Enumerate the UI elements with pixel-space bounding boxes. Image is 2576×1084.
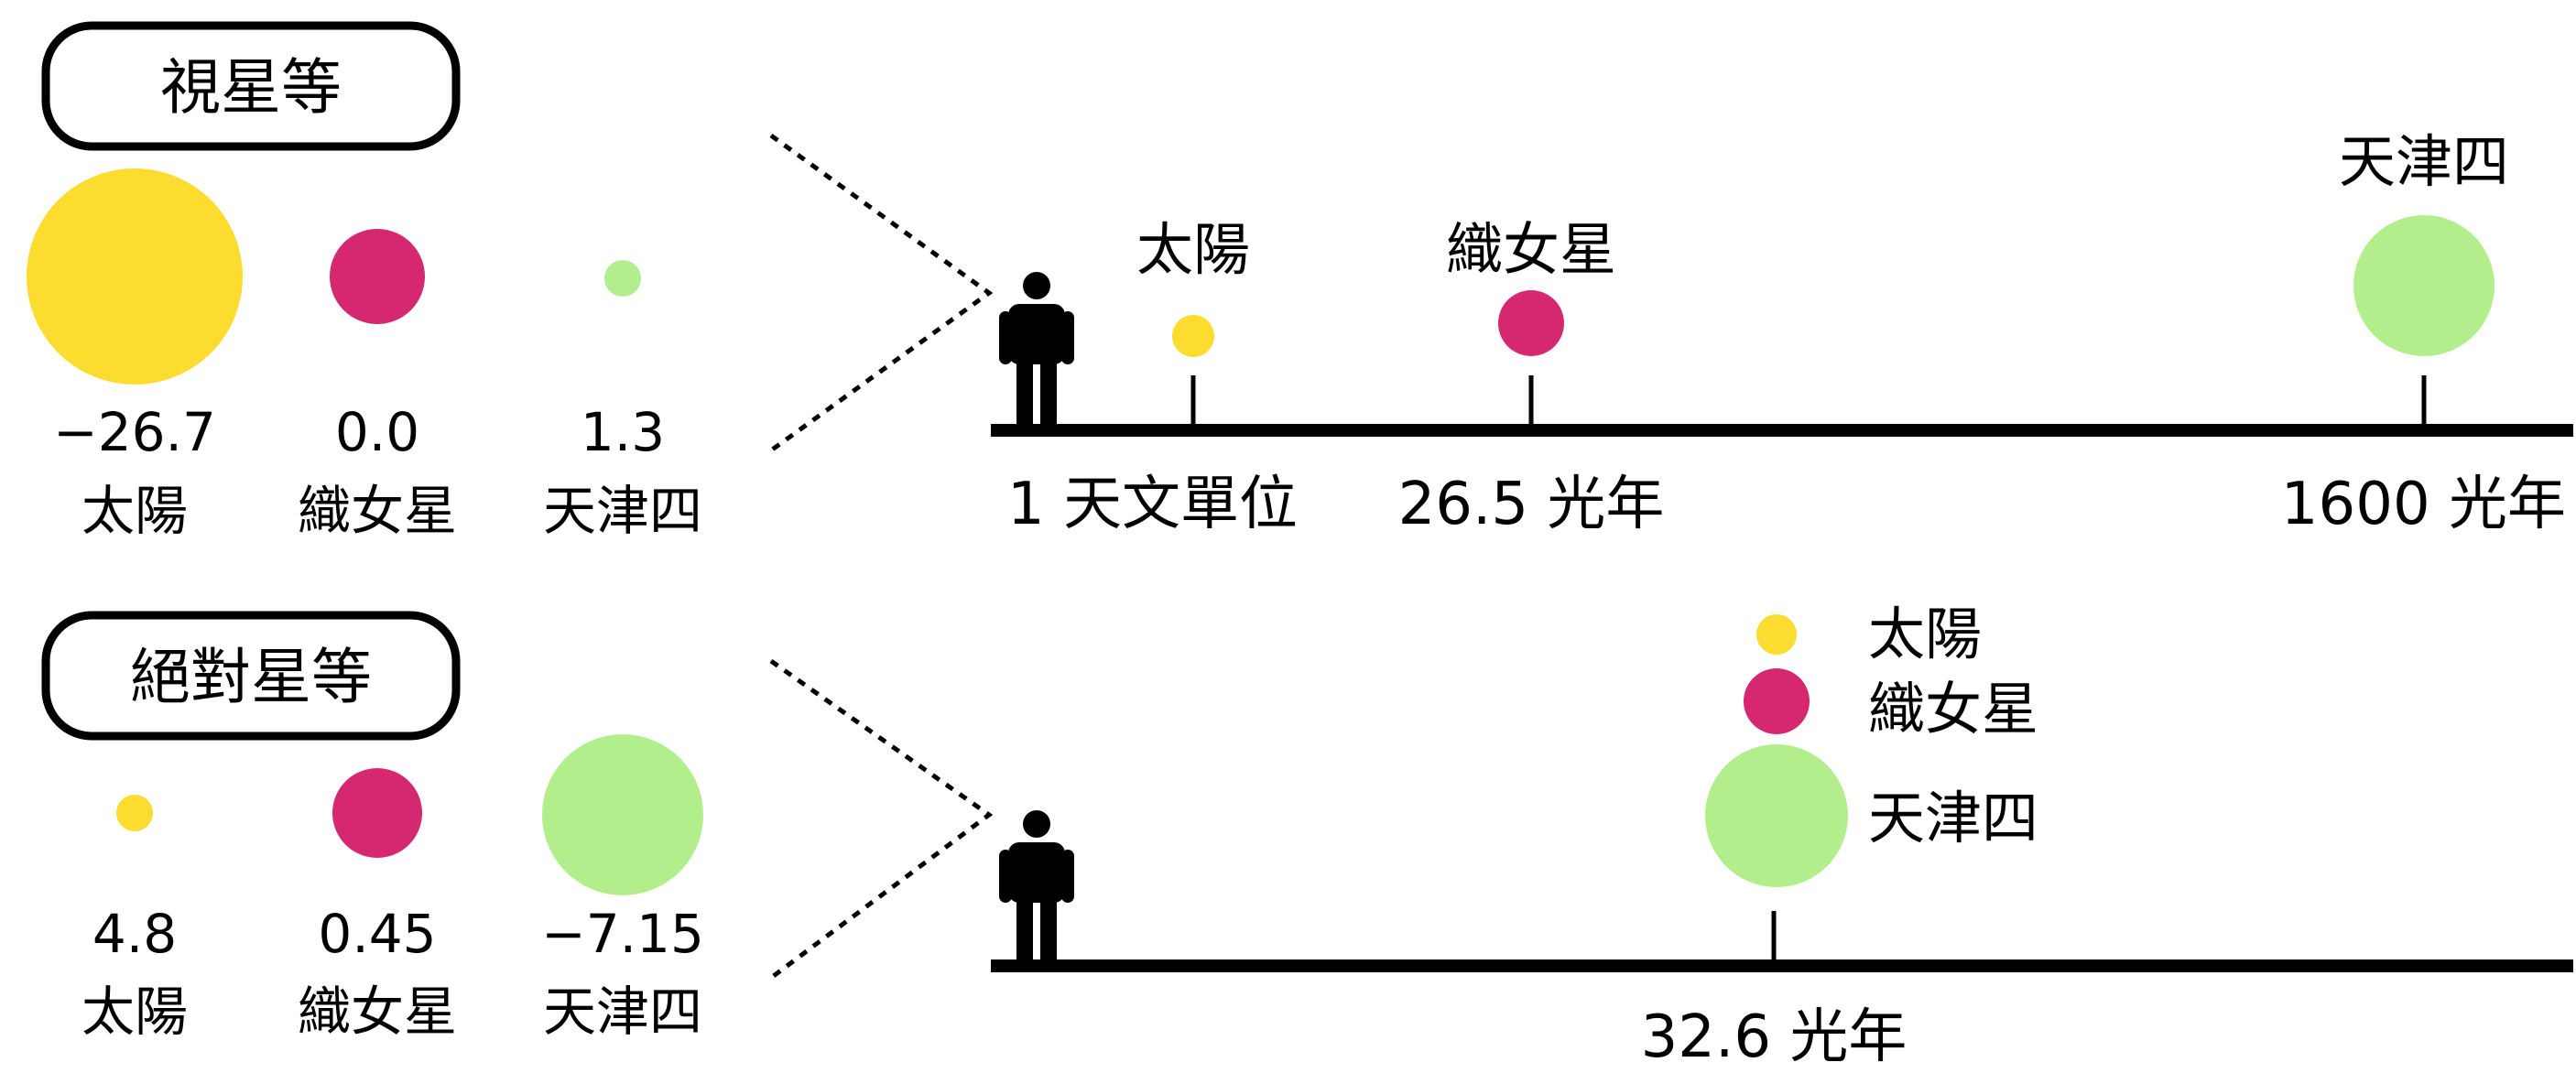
person-icon [999, 272, 1074, 427]
stack-name-sun: 太陽 [1868, 601, 1982, 667]
apparent-title-box [41, 21, 461, 151]
absolute-panel: 絕對星等 4.8 0.45 −7.15 太陽 織女星 天津四 太陽 織女星 天津… [41, 601, 2573, 1071]
absolute-name-deneb: 天津四 [543, 981, 702, 1043]
distance-disc-sun [1172, 315, 1214, 357]
apparent-view-cone [769, 133, 994, 453]
distance-label-vega: 26.5 光年 [1398, 471, 1665, 538]
apparent-name-sun: 太陽 [82, 480, 188, 542]
distance-label-deneb: 1600 光年 [2281, 471, 2566, 538]
apparent-disc-deneb [604, 260, 641, 297]
absolute-value-sun: 4.8 [92, 903, 177, 965]
apparent-title: 視星等 [160, 52, 342, 123]
apparent-value-deneb: 1.3 [581, 401, 665, 463]
stack-name-vega: 織女星 [1868, 676, 2038, 743]
absolute-view-cone [769, 658, 994, 981]
distance-star-name-sun: 太陽 [1136, 216, 1250, 283]
absolute-title: 絕對星等 [130, 642, 372, 712]
absolute-value-vega: 0.45 [318, 903, 436, 965]
distance-disc-deneb [2353, 215, 2494, 356]
absolute-disc-vega [332, 768, 422, 858]
apparent-panel: 視星等 −26.7 0.0 1.3 太陽 織女星 天津四 太陽 織 [27, 21, 2573, 542]
apparent-value-vega: 0.0 [335, 401, 419, 463]
absolute-name-sun: 太陽 [82, 981, 188, 1043]
apparent-value-sun: −26.7 [53, 401, 216, 463]
apparent-name-deneb: 天津四 [543, 480, 702, 542]
stack-disc-vega [1744, 668, 1810, 734]
apparent-name-vega: 織女星 [298, 480, 457, 542]
apparent-disc-vega [330, 229, 425, 324]
absolute-value-deneb: −7.15 [541, 903, 704, 965]
absolute-disc-deneb [542, 734, 703, 895]
person-icon [999, 810, 1074, 965]
stack-name-deneb: 天津四 [1868, 785, 2038, 851]
absolute-title-box [41, 611, 461, 741]
distance-star-name-vega: 織女星 [1446, 216, 1616, 283]
absolute-name-vega: 織女星 [298, 981, 457, 1043]
distance-star-name-deneb: 天津四 [2339, 128, 2509, 195]
distance-disc-vega [1498, 290, 1564, 356]
apparent-disc-sun [27, 168, 243, 385]
common-distance-label: 32.6 光年 [1641, 1003, 1908, 1071]
absolute-disc-sun [116, 795, 153, 831]
stack-disc-deneb [1705, 744, 1848, 887]
stack-disc-sun [1756, 614, 1797, 655]
distance-label-sun: 1 天文單位 [1007, 471, 1298, 538]
